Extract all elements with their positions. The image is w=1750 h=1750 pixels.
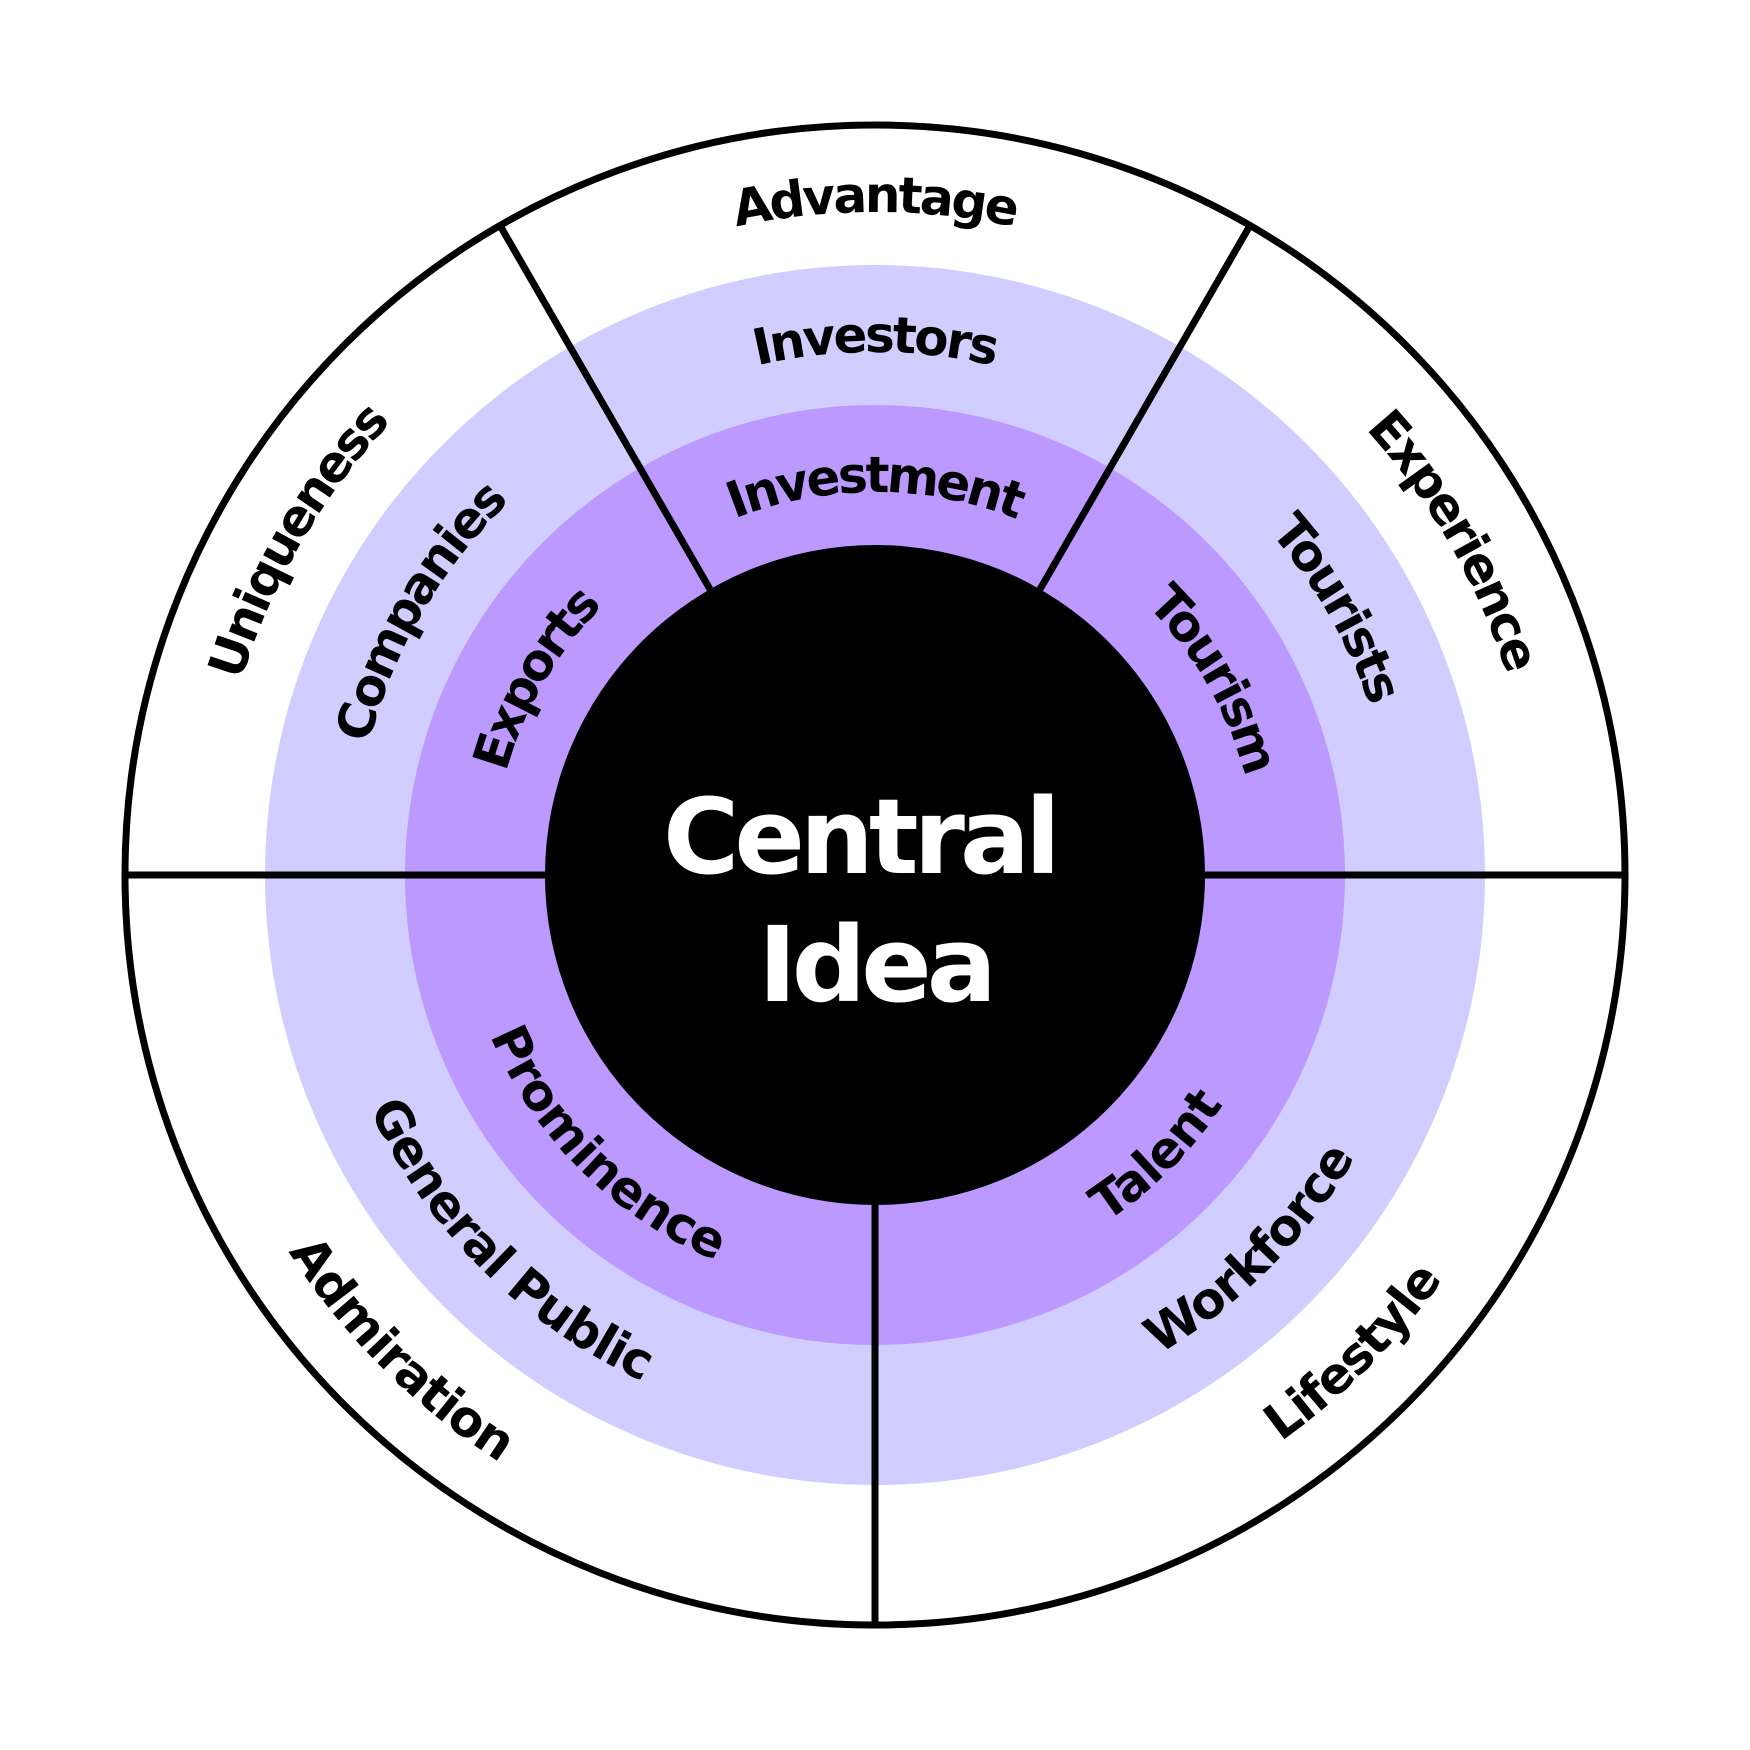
central-core: [545, 545, 1205, 1205]
central-idea-label: Central Idea: [663, 776, 1087, 1026]
divider-top-left: [496, 223, 714, 591]
central-idea-line-2: Idea: [758, 904, 992, 1026]
divider-top-right: [1036, 223, 1254, 591]
sector-dividers: [125, 223, 1625, 1625]
central-idea-line-1: Central: [663, 776, 1056, 898]
